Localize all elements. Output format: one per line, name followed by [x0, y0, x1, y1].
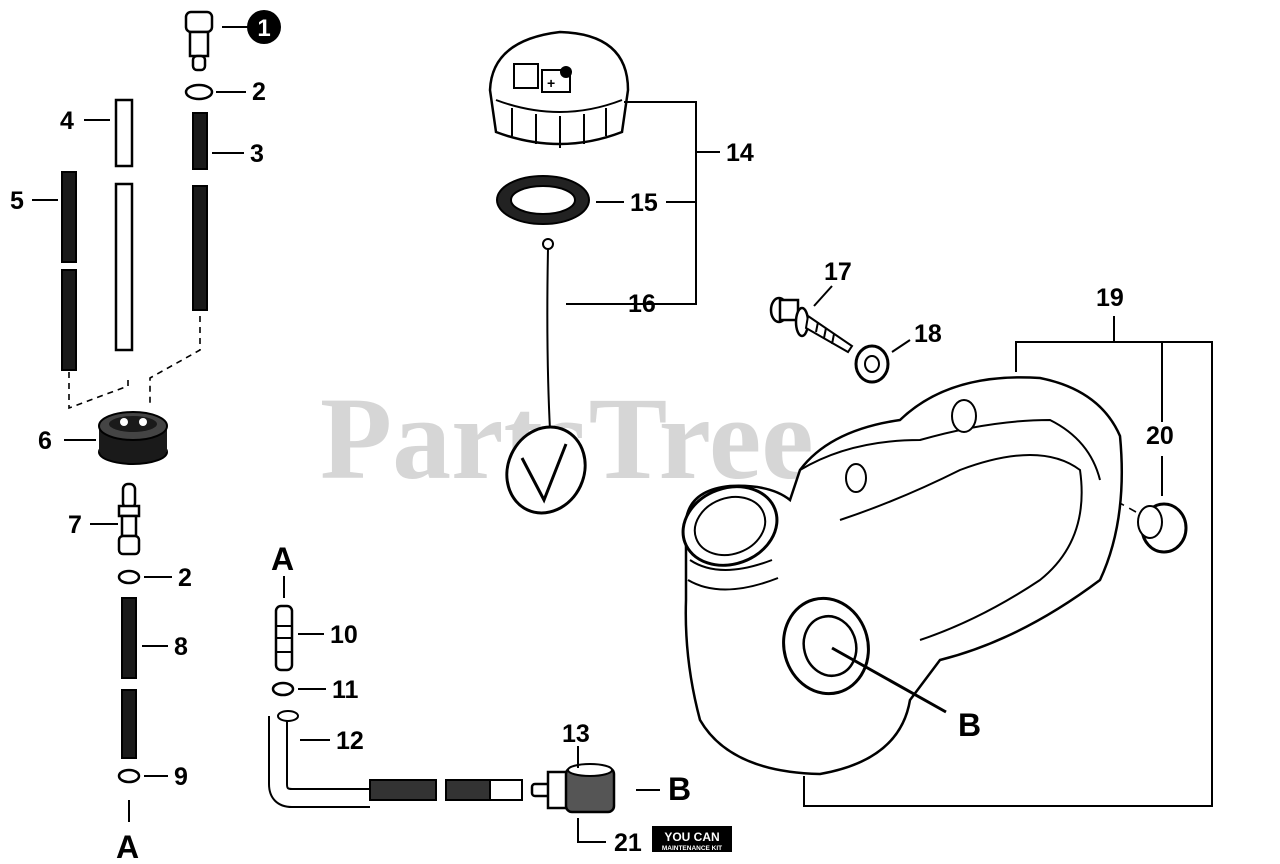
callout-9: 9 [174, 763, 188, 791]
connector-b-tank: B [958, 707, 981, 743]
part-11-oring [271, 681, 295, 697]
connector-a-top: A [271, 541, 294, 577]
callout-14: 14 [726, 139, 754, 167]
callout-16: 16 [628, 290, 656, 318]
kit-badge-bottom: MAINTENANCE KIT [662, 845, 722, 852]
svg-text:+: + [547, 75, 555, 91]
part-5-fuel-line [61, 171, 77, 371]
part-12-fuel-hose [268, 710, 523, 808]
part-20-grommet [1137, 502, 1188, 554]
callout-1: 1 [257, 15, 270, 42]
callout-21: 21 [614, 829, 642, 857]
callout-10: 10 [330, 621, 358, 649]
callout-5: 5 [10, 187, 24, 215]
fuel-tank [681, 376, 1124, 776]
callout-4: 4 [60, 107, 74, 135]
part-8-fuel-line [121, 597, 137, 759]
callout-8: 8 [174, 633, 188, 661]
part-10-barbed-fitting [274, 604, 294, 672]
part-3-fuel-line [192, 112, 208, 311]
you-can-maintenance-kit-badge: YOU CAN MAINTENANCE KIT [652, 826, 732, 852]
part-14-fuel-cap: + [488, 30, 630, 148]
callout-20: 20 [1146, 422, 1174, 450]
callout-13: 13 [562, 720, 590, 748]
connector-a-bottom: A [116, 829, 139, 864]
callout-11: 11 [332, 676, 359, 704]
callout-7: 7 [68, 511, 82, 539]
part-9-clip [117, 768, 141, 784]
callout-19: 19 [1096, 284, 1124, 312]
part-1-plug [184, 10, 214, 72]
callout-17: 17 [824, 258, 852, 286]
part-4-clear-tube [114, 98, 134, 352]
part-15-gasket [496, 175, 590, 225]
part-2-oring-bottom [117, 569, 141, 585]
connector-b-hose: B [668, 771, 691, 807]
callout-3: 3 [250, 140, 264, 168]
callout-15: 15 [630, 189, 658, 217]
part-13-fuel-filter [530, 763, 616, 814]
part-2-oring-top [184, 83, 214, 101]
part-17-bolt [769, 296, 854, 354]
callout-12: 12 [336, 727, 364, 755]
callout-1-circle [247, 10, 281, 44]
part-16-strainer [505, 238, 587, 515]
part-18-washer [854, 344, 890, 384]
callout-2a: 2 [252, 78, 266, 106]
part-6-grommet [98, 411, 168, 465]
callout-2b: 2 [178, 564, 192, 592]
part-7-fitting [117, 482, 141, 556]
callout-6: 6 [38, 427, 52, 455]
kit-badge-top: YOU CAN [664, 830, 719, 844]
callout-18: 18 [914, 320, 942, 348]
